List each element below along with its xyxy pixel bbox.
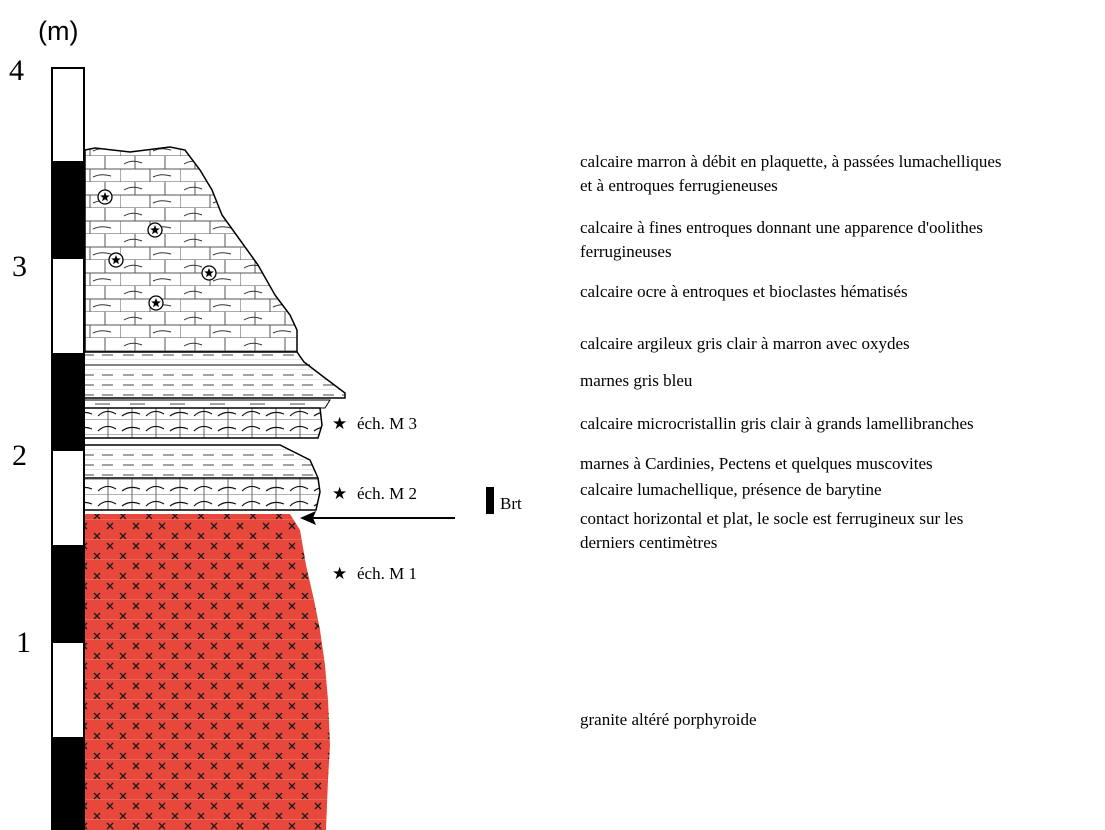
granite-unit xyxy=(85,512,335,830)
scale-segment xyxy=(52,258,84,354)
sample-m3: ★ éch. M 3 xyxy=(332,414,417,433)
description-line: ferrugineuses xyxy=(580,242,672,261)
scale-tick-4: 4 xyxy=(9,54,24,87)
scale-tick-1: 1 xyxy=(16,626,31,659)
entroque-icon xyxy=(149,296,163,310)
sample-m2: ★ éch. M 2 xyxy=(332,484,417,503)
star-icon: ★ xyxy=(332,414,347,433)
limestone-m3-unit xyxy=(85,406,325,440)
arrow-left-icon xyxy=(300,511,455,525)
marl-cardinies-unit xyxy=(85,443,325,480)
description-line: granite altéré porphyroide xyxy=(580,710,757,729)
description-line: calcaire marron à débit en plaquette, à … xyxy=(580,152,1002,171)
sample-label: éch. M 1 xyxy=(357,564,417,583)
description-line: et à entroques ferrugieneuses xyxy=(580,176,778,195)
description-line: calcaire à fines entroques donnant une a… xyxy=(580,218,983,237)
barytine-label: Brt xyxy=(500,494,522,513)
scale-unit: (m) xyxy=(38,16,78,46)
description-line: calcaire lumachellique, présence de bary… xyxy=(580,480,882,499)
sample-label: éch. M 2 xyxy=(357,484,417,503)
scale-segment xyxy=(52,68,84,162)
sample-label: éch. M 3 xyxy=(357,414,417,433)
scale-segment xyxy=(52,642,84,738)
limestone-upper-unit xyxy=(85,145,305,355)
entroque-icon xyxy=(202,266,216,280)
scale-tick-3: 3 xyxy=(12,250,27,283)
scale-tick-2: 2 xyxy=(12,439,27,472)
entroque-icon xyxy=(148,223,162,237)
star-icon: ★ xyxy=(332,564,347,583)
description-line: calcaire microcristallin gris clair à gr… xyxy=(580,414,974,433)
marl-gray-blue-unit xyxy=(85,350,350,400)
description-line: calcaire argileux gris clair à marron av… xyxy=(580,334,910,353)
entroque-icon xyxy=(109,253,123,267)
description-line: contact horizontal et plat, le socle est… xyxy=(580,509,963,528)
sample-m1: ★ éch. M 1 xyxy=(332,564,417,583)
description-line: derniers centimètres xyxy=(580,533,717,552)
descriptions: calcaire marron à débit en plaquette, à … xyxy=(580,152,1002,729)
star-icon: ★ xyxy=(332,484,347,503)
thin-marl-interbed xyxy=(85,400,330,408)
scale-segment xyxy=(52,546,84,642)
scale-bar xyxy=(52,68,84,830)
scale-segment xyxy=(52,162,84,258)
description-line: calcaire ocre à entroques et bioclastes … xyxy=(580,282,908,301)
description-line: marnes à Cardinies, Pectens et quelques … xyxy=(580,454,933,473)
black-bar-icon xyxy=(486,487,494,514)
scale-segment xyxy=(52,450,84,546)
description-line: marnes gris bleu xyxy=(580,371,693,390)
scale-segment xyxy=(52,738,84,830)
scale-segment xyxy=(52,354,84,450)
limestone-lumachelle-unit xyxy=(85,476,325,512)
entroque-icon xyxy=(98,190,112,204)
